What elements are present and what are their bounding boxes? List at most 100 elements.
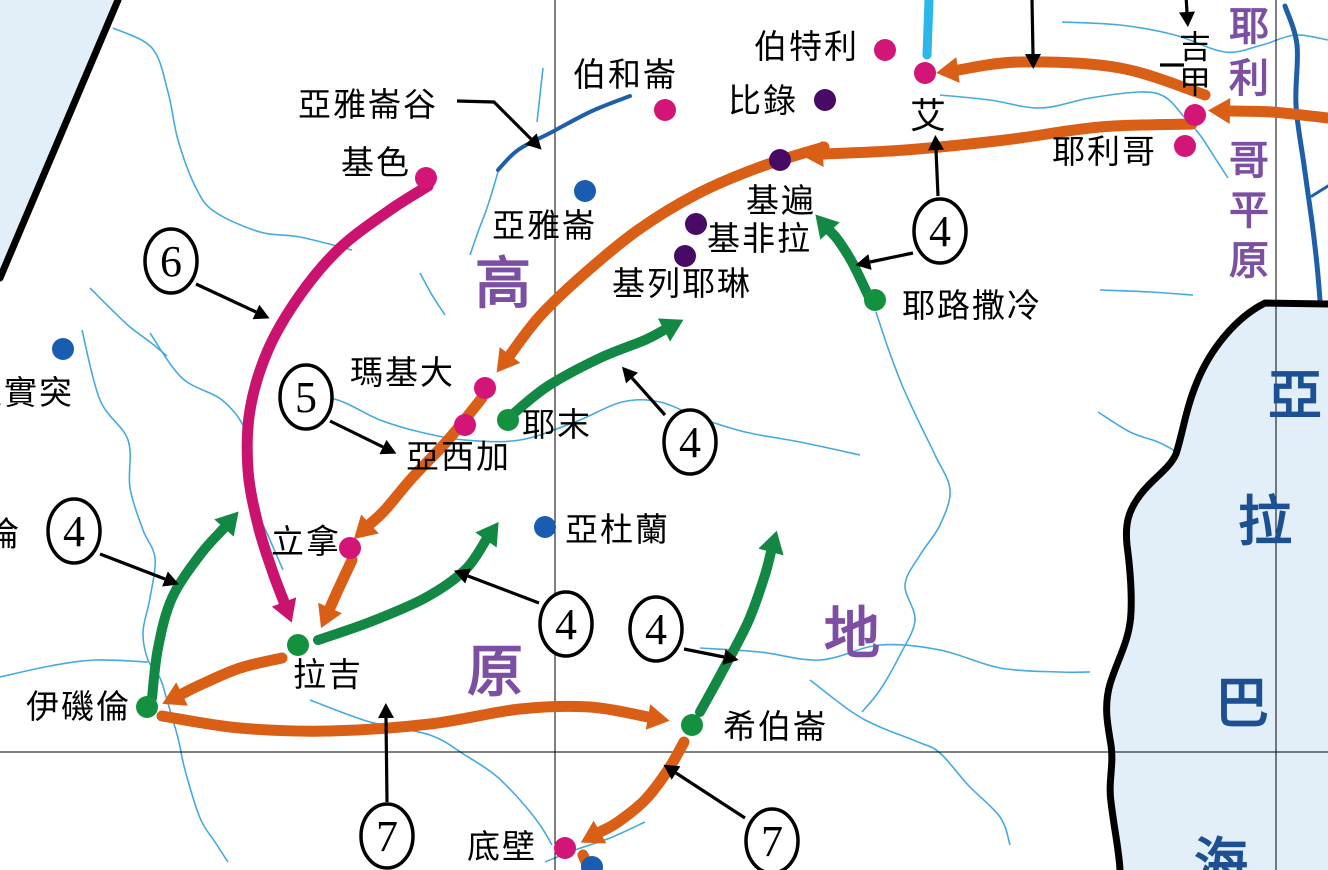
route-lachish-northeast [313, 535, 491, 645]
stream-5 [279, 396, 861, 456]
jericho-plain-char: 耶 [1229, 4, 1271, 50]
badge-6-pointer [195, 282, 257, 314]
route-gezer-to-lachish-arrowhead [271, 597, 297, 623]
route-number-4: 4 [645, 605, 667, 654]
badge-4-pointer-head [722, 649, 739, 665]
route-number-4: 4 [679, 418, 701, 467]
stream-10 [939, 91, 1229, 179]
city-label-耶末: 耶末 [522, 405, 592, 444]
jordan-branch [1310, 184, 1328, 198]
stream-7 [699, 643, 1091, 674]
city-dot-耶末 [497, 409, 519, 431]
stream-6 [861, 311, 951, 713]
city-label-立拿: 立拿 [271, 522, 341, 561]
route-jerusalem-to-gibeon-arrowhead [815, 214, 840, 240]
city-dot-亞西加 [454, 414, 476, 436]
dead-sea-coastline [1103, 299, 1328, 870]
route-number-4: 4 [555, 600, 577, 649]
route-number-badge-4 [46, 497, 102, 565]
route-jarmuth-to-kiriath [508, 325, 669, 419]
city-label-伯和崙: 伯和崙 [573, 55, 678, 94]
city-label-吉甲: 吉 [1179, 28, 1213, 66]
route-jarmuth-to-kiriath-arrowhead [657, 318, 684, 342]
stream-15 [419, 272, 446, 316]
region-label-原: 原 [467, 640, 525, 705]
route-north-cyan-route [922, 0, 934, 60]
jericho-plain-char: 哥 [1229, 138, 1271, 184]
route-eglon-to-hebron [156, 700, 654, 737]
route-number-badge-4 [662, 408, 718, 476]
city-label-瑪基大: 瑪基大 [350, 353, 455, 392]
city-label-吉甲: 甲 [1179, 63, 1213, 101]
badge-4-pointer [934, 149, 940, 197]
city-dot-亞雅崙 [574, 180, 596, 202]
city-dot-耶路撒冷 [864, 289, 886, 311]
north-entry-arrow-1-head [1025, 53, 1041, 69]
badge-7-pointer-head [663, 764, 681, 780]
badge-4-pointer [630, 376, 667, 417]
city-label-耶利哥: 耶利哥 [1052, 132, 1157, 171]
badge-4-pointer-head [622, 366, 638, 384]
route-eglon-to-hebron-arrowhead [645, 704, 670, 730]
badge-4-pointer-head [928, 135, 944, 151]
route-gilgal-to-ai-arrowhead [936, 57, 960, 83]
stream-11 [1097, 411, 1178, 453]
city-label-基列耶琳: 基列耶琳 [612, 264, 752, 303]
jordan-river [1282, 3, 1323, 303]
route-hebron-to-debir-arrowhead [580, 820, 607, 844]
city-dot-基列耶琳 [674, 245, 696, 267]
city-label-底壁: 底壁 [467, 827, 537, 866]
route-libnah-to-lachish-arrowhead [318, 602, 342, 629]
badge-4-pointer-head [453, 568, 471, 584]
city-label-伊磯倫: 伊磯倫 [26, 687, 131, 726]
stream-16 [309, 699, 553, 846]
city-label-亞雅崙: 亞雅崙 [492, 206, 597, 245]
city-dot-基遍 [769, 149, 791, 171]
route-number-6: 6 [160, 237, 182, 286]
route-entry-to-gilgal-arrowhead [1208, 98, 1231, 124]
stream-2 [0, 659, 149, 678]
route-number-badge-7 [744, 807, 800, 870]
annotation-label-亞雅崙谷: 亞雅崙谷 [298, 85, 438, 124]
aijalon-valley-pointer-head [525, 133, 542, 150]
route-number-badge-4 [912, 197, 968, 265]
route-hebron-north-arrowhead [758, 530, 784, 556]
route-lachish-to-eglon [176, 652, 288, 700]
stream-14 [536, 67, 544, 123]
stream-4 [89, 287, 168, 357]
city-dot-伊磯倫 [136, 696, 158, 718]
aijalon-valley-pointer [456, 99, 533, 141]
city-label-基色: 基色 [341, 143, 411, 182]
city-label-基遍: 基遍 [746, 181, 816, 220]
city-label-基非拉: 基非拉 [707, 219, 812, 258]
city-dot-伯和崙 [654, 99, 676, 121]
badge-4-pointer [99, 552, 166, 581]
badge-4-pointer-head [855, 254, 872, 270]
badge-6-pointer-head [252, 304, 270, 320]
city-dot-立拿 [339, 537, 361, 559]
badge-7-pointer [384, 717, 389, 803]
city-label-拉吉: 拉吉 [293, 655, 363, 694]
city-dot-艾 [914, 62, 936, 84]
badge-4-pointer [683, 647, 725, 659]
route-number-7: 7 [761, 817, 783, 866]
city-dot-拉吉 [287, 634, 309, 656]
city-dot-耶利哥 [1174, 135, 1196, 157]
sea-of-arabah-char: 拉 [1238, 490, 1294, 553]
route-number-badge-5 [278, 363, 334, 431]
city-dot-比錄 [814, 89, 836, 111]
badge-7-pointer-head [378, 703, 394, 719]
jericho-plain-char: 平 [1229, 188, 1271, 234]
region-label-高: 高 [475, 252, 533, 317]
route-lachish-northeast-arrowhead [475, 521, 499, 548]
city-label-亞實突: 亞實突 [0, 373, 74, 412]
north-entry-arrow-2-head [1179, 11, 1195, 27]
route-eglon-north [147, 523, 229, 703]
city-dot-亞杜蘭 [534, 516, 556, 538]
badge-4-pointer [869, 251, 914, 264]
city-dot-底壁 [554, 837, 576, 859]
stream-0 [112, 27, 353, 251]
route-number-7: 7 [376, 812, 398, 861]
